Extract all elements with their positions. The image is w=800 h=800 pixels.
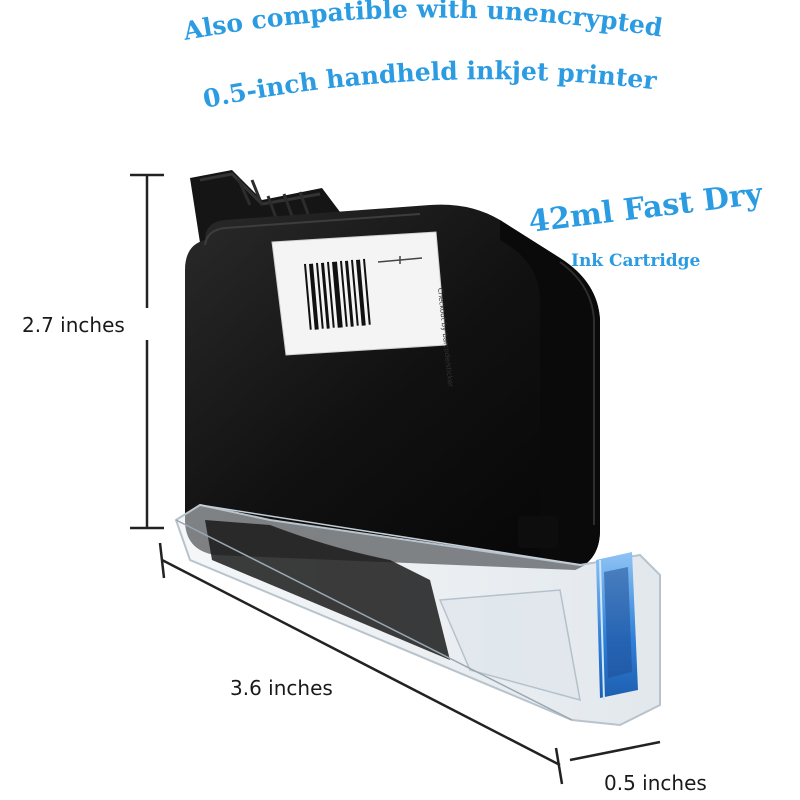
barcode	[304, 258, 371, 330]
height-dimension-line	[130, 173, 164, 530]
headline-line-1: Also compatible with unencrypted	[180, 0, 665, 46]
length-label: 3.6 inches	[230, 676, 333, 700]
headline-line-2: 0.5-inch handheld inkjet printer	[201, 56, 659, 114]
length-dimension-line	[158, 542, 564, 785]
badge-subtitle: Ink Cartridge	[571, 251, 701, 271]
badge-capacity: 42ml Fast Dry	[527, 176, 766, 240]
height-label: 2.7 inches	[22, 313, 125, 337]
depth-label: 0.5 inches	[604, 771, 707, 795]
ink-cartridge: Checkout by barcode/sticker	[185, 170, 600, 571]
clear-holder	[174, 503, 661, 727]
depth-dimension-line	[569, 740, 661, 762]
